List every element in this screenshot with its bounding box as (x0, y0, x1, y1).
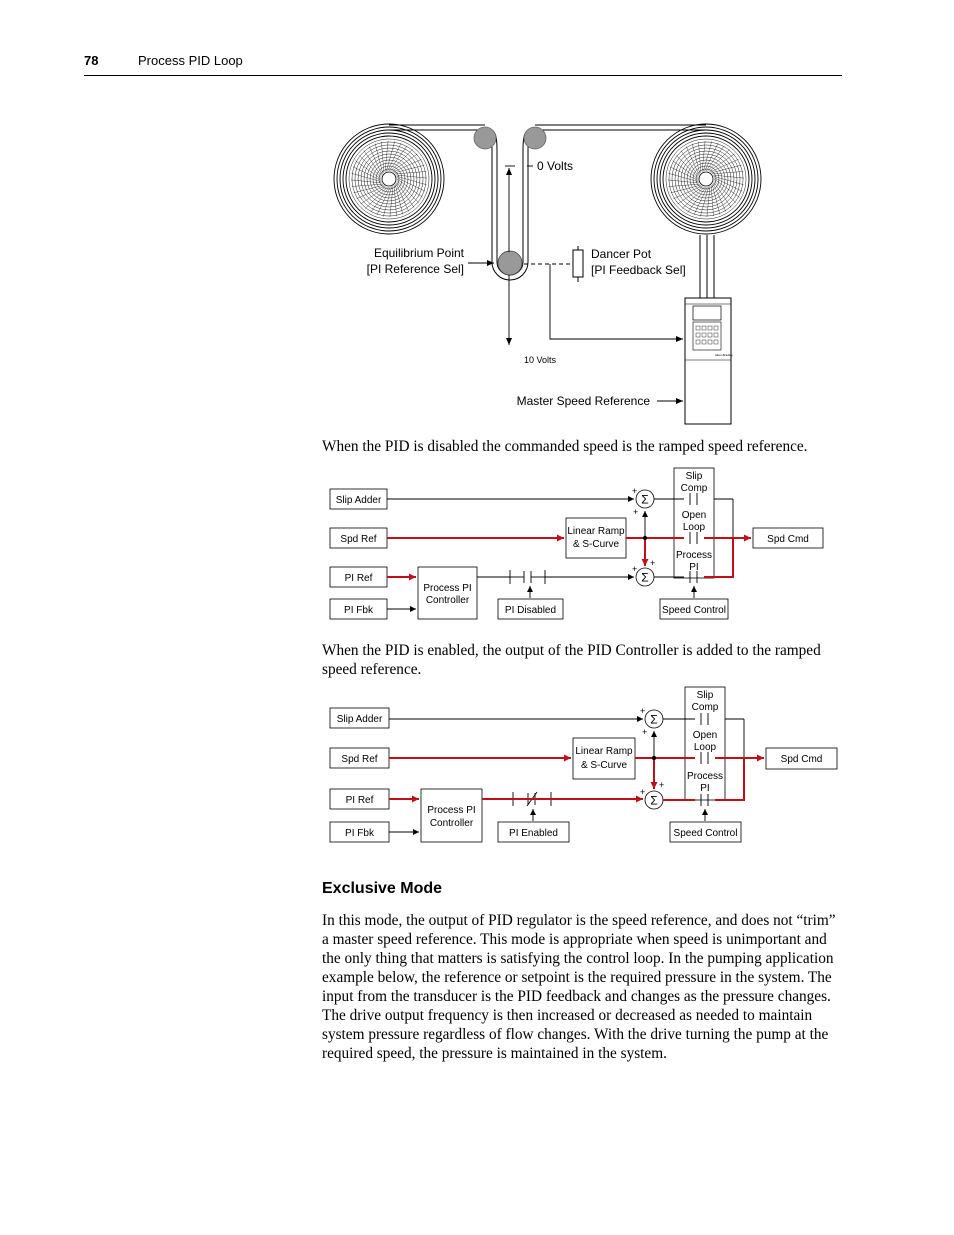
idler-roller-left (473, 126, 497, 150)
equilibrium-label-2: [PI Reference Sel] (367, 262, 464, 276)
linear-ramp-label-2: & S-Curve (581, 760, 628, 771)
process-pi-label-1: Process PI (427, 805, 475, 816)
page-number: 78 (84, 53, 99, 68)
svg-text:Allen-Bradley: Allen-Bradley (715, 353, 733, 357)
paragraph-exclusive-mode: In this mode, the output of PID regulato… (322, 912, 836, 1062)
left-spool (333, 123, 445, 235)
pi-enabled-box (497, 821, 570, 843)
process-pi-controller-box (417, 566, 478, 620)
open-loop-label-2: Loop (694, 742, 717, 753)
plus-sign: + (633, 507, 638, 517)
process-pi-mode-label-1: Process (687, 771, 723, 782)
speed-control-label: Speed Control (674, 828, 738, 839)
plus-sign: + (640, 706, 645, 716)
dancer-pot-label-2: [PI Feedback Sel] (591, 263, 686, 277)
sigma-symbol: Σ (650, 713, 657, 727)
speed-control-label: Speed Control (662, 605, 726, 616)
process-pi-label-1: Process PI (423, 583, 471, 594)
diagram-pid-disabled: Slip Adder Spd Ref PI Ref PI Fbk Process… (329, 467, 824, 620)
ten-volts-label: 10 Volts (524, 355, 557, 365)
linear-ramp-box (565, 517, 627, 559)
plus-sign: + (642, 727, 647, 737)
speed-control-box (659, 598, 729, 620)
plus-sign: + (632, 486, 637, 496)
section-title: Process PID Loop (138, 53, 243, 68)
slip-adder-box (329, 707, 390, 729)
pi-ref-label: PI Ref (345, 573, 373, 584)
sigma-symbol: Σ (641, 493, 648, 507)
plus-sign: + (632, 564, 637, 574)
plus-sign: + (659, 780, 664, 790)
pi-disabled-label: PI Disabled (505, 605, 556, 616)
pi-enabled-label: PI Enabled (509, 828, 558, 839)
dancer-pot-label-1: Dancer Pot (591, 247, 652, 261)
slip-comp-label-1: Slip (686, 471, 703, 482)
spd-cmd-label: Spd Cmd (767, 534, 809, 545)
spd-cmd-box (752, 527, 824, 549)
slip-comp-label-2: Comp (692, 702, 719, 713)
slip-adder-label: Slip Adder (336, 495, 382, 506)
process-pi-mode-label-1: Process (676, 550, 712, 561)
plus-sign: + (650, 558, 655, 568)
linear-ramp-box (572, 737, 636, 780)
sigma-symbol: Σ (641, 571, 648, 585)
plus-sign: + (640, 787, 645, 797)
process-pi-label-2: Controller (430, 818, 474, 829)
equilibrium-label-1: Equilibrium Point (374, 246, 465, 260)
spd-cmd-box (765, 747, 838, 770)
slip-comp-label-2: Comp (681, 483, 708, 494)
dancer-roller (497, 250, 523, 276)
pi-disabled-box (497, 598, 564, 620)
open-loop-label-1: Open (682, 510, 706, 521)
process-pi-mode-label-2: PI (689, 562, 698, 573)
speed-control-box (669, 821, 742, 843)
process-pi-label-2: Controller (426, 595, 470, 606)
diagram-pid-enabled: Slip Adder Spd Ref PI Ref PI Fbk Process… (329, 686, 838, 843)
pi-fbk-label: PI Fbk (344, 605, 374, 616)
process-pi-mode-label-2: PI (700, 783, 709, 794)
slip-comp-label-1: Slip (697, 690, 714, 701)
paragraph-pid-enabled: When the PID is enabled, the output of t… (322, 642, 821, 678)
open-loop-label-1: Open (693, 730, 717, 741)
zero-volts-label: 0 Volts (537, 159, 573, 173)
header-divider (84, 75, 842, 76)
spd-ref-label: Spd Ref (340, 534, 376, 545)
open-loop-label-2: Loop (683, 522, 706, 533)
ac-drive: Allen-Bradley (684, 297, 733, 425)
process-pi-controller-box (420, 788, 483, 843)
paragraph-pid-disabled: When the PID is disabled the commanded s… (322, 438, 808, 455)
speed-mode-selector-box (673, 467, 715, 579)
linear-ramp-label-1: Linear Ramp (567, 526, 625, 537)
linear-ramp-label-1: Linear Ramp (575, 746, 633, 757)
linear-ramp-label-2: & S-Curve (573, 539, 620, 550)
spd-cmd-label: Spd Cmd (781, 754, 823, 765)
spd-ref-label: Spd Ref (341, 754, 377, 765)
exclusive-mode-heading: Exclusive Mode (322, 880, 443, 897)
pi-fbk-label: PI Fbk (345, 828, 375, 839)
slip-adder-label: Slip Adder (337, 714, 383, 725)
speed-mode-selector-box (684, 686, 726, 801)
idler-roller-right (523, 126, 547, 150)
sigma-symbol: Σ (650, 794, 657, 808)
master-speed-label: Master Speed Reference (517, 394, 651, 408)
pi-ref-label: PI Ref (346, 795, 374, 806)
